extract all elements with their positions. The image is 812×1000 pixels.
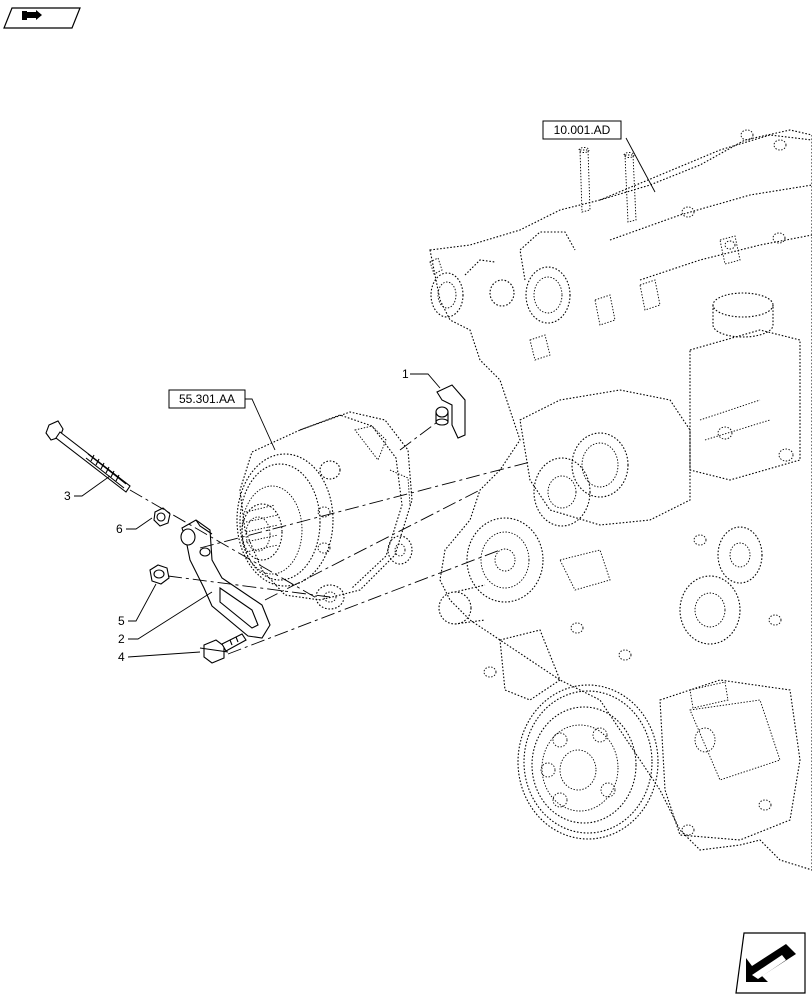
part-3-long-bolt[interactable] — [45, 420, 131, 493]
svg-text:2: 2 — [118, 632, 125, 646]
callout-5[interactable]: 5 — [118, 583, 157, 628]
part-4-bolt[interactable] — [199, 633, 247, 664]
assembly-centerlines — [129, 419, 531, 655]
svg-text:4: 4 — [118, 650, 125, 664]
part-5-nut[interactable] — [149, 564, 170, 585]
svg-text:55.301.AA: 55.301.AA — [179, 392, 235, 406]
callout-4[interactable]: 4 — [118, 650, 201, 664]
alternator-outline — [236, 411, 413, 610]
svg-text:10.001.AD: 10.001.AD — [554, 123, 611, 137]
book-icon[interactable] — [3, 7, 81, 29]
callout-1[interactable]: 1 — [402, 367, 441, 389]
callout-2[interactable]: 2 — [118, 591, 213, 646]
svg-text:3: 3 — [64, 489, 71, 503]
ref-label-engine[interactable]: 10.001.AD — [542, 120, 656, 193]
callout-3[interactable]: 3 — [64, 475, 111, 503]
part-2-strap[interactable] — [180, 519, 271, 639]
svg-text:1: 1 — [402, 367, 409, 381]
ref-label-alternator[interactable]: 55.301.AA — [168, 389, 276, 451]
arrow-icon[interactable] — [735, 932, 806, 994]
part-6-nut[interactable] — [153, 507, 171, 527]
callout-6[interactable]: 6 — [116, 517, 153, 536]
engine-outline — [429, 129, 812, 871]
svg-text:6: 6 — [116, 522, 123, 536]
part-1-bracket[interactable] — [435, 384, 466, 439]
svg-text:5: 5 — [118, 614, 125, 628]
